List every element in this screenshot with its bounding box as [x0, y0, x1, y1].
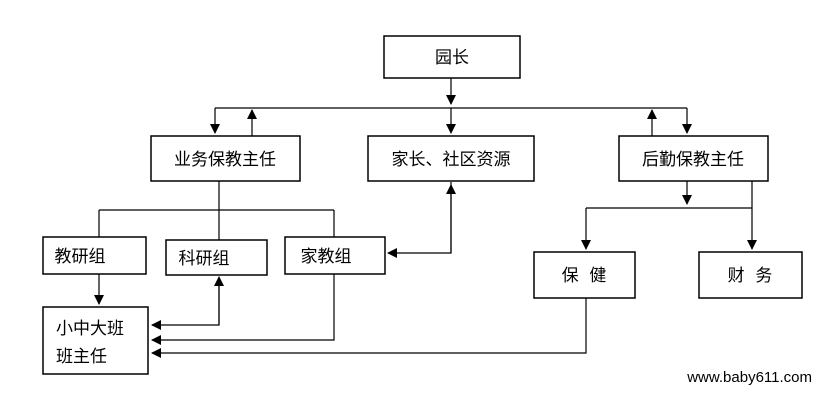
node-finance-label: 财 务	[728, 266, 773, 286]
node-health: 保 健	[533, 251, 636, 299]
node-director-label: 园长	[435, 48, 469, 68]
node-teaching-group: 教研组	[42, 236, 147, 275]
node-research-group-label: 科研组	[179, 249, 230, 269]
node-parents-label: 家长、社区资源	[392, 150, 511, 170]
node-research-group: 科研组	[165, 239, 268, 276]
node-finance: 财 务	[698, 251, 803, 299]
watermark: www.baby611.com	[686, 369, 812, 386]
node-class-teacher: 小中大班 班主任	[42, 306, 149, 375]
node-class-teacher-line1: 小中大班	[56, 319, 124, 339]
node-teaching-group-label: 教研组	[55, 247, 106, 267]
node-logistics-director: 后勤保教主任	[618, 135, 769, 182]
connectors	[94, 78, 757, 358]
node-academic-label: 业务保教主任	[174, 150, 276, 170]
node-parents-community: 家长、社区资源	[367, 135, 535, 182]
node-home-edu-group-label: 家教组	[301, 247, 352, 267]
node-academic-director: 业务保教主任	[150, 135, 301, 182]
node-class-teacher-line2: 班主任	[56, 347, 107, 367]
connector-parents-to-home-edu	[387, 182, 452, 258]
node-director: 园长	[383, 35, 521, 79]
node-home-edu-group: 家教组	[284, 236, 386, 275]
connector-research-to-class	[151, 278, 220, 330]
connector-health-to-class	[151, 298, 587, 358]
node-logistics-label: 后勤保教主任	[642, 150, 744, 170]
node-health-label: 保 健	[562, 266, 607, 286]
connector-home-edu-to-class	[151, 274, 335, 345]
